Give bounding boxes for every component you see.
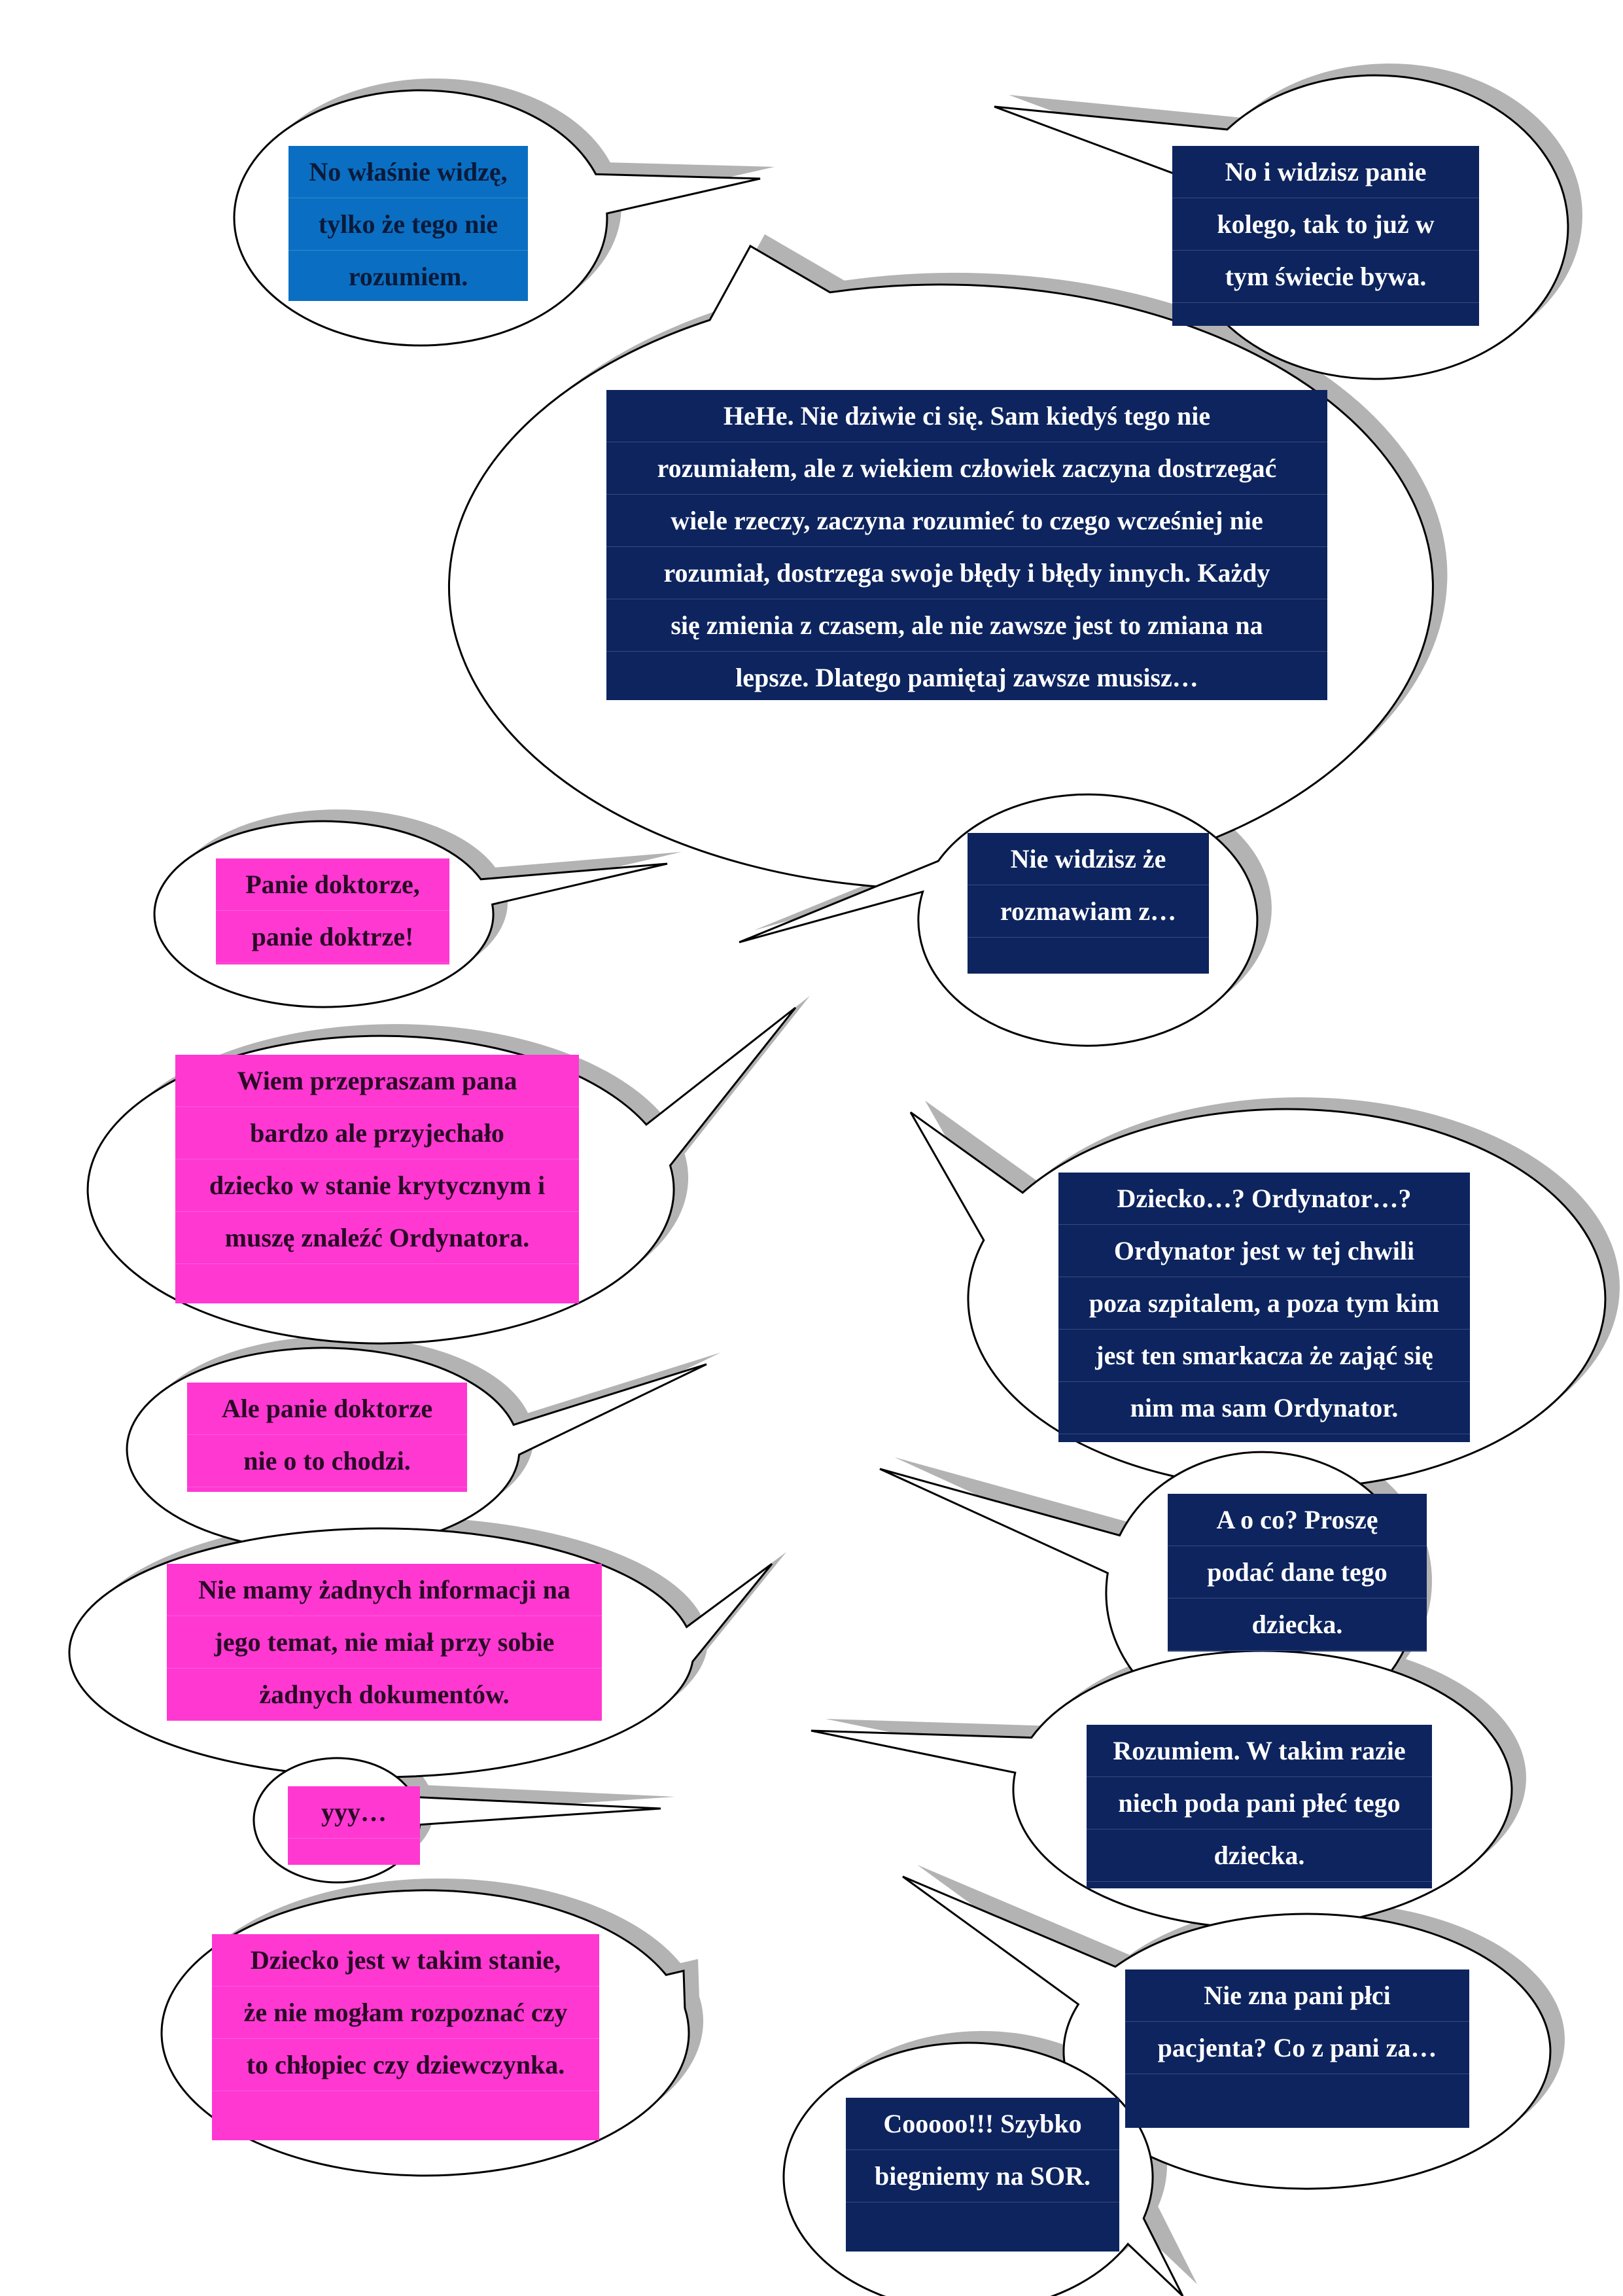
bubble-text-line: to chłopiec czy dziewczynka. (212, 2039, 599, 2091)
bubble-text-line: tylko że tego nie (288, 198, 528, 251)
bubble-text-line: No właśnie widzę, (288, 146, 528, 198)
bubble-text-line: podać dane tego (1168, 1546, 1427, 1598)
bubble-text-line: yyy… (288, 1786, 420, 1839)
bubble-text-line: muszę znaleźć Ordynatora. (175, 1212, 579, 1264)
speech-bubble-3: HeHe. Nie dziwie ci się. Sam kiedyś tego… (606, 390, 1327, 704)
bubble-text-line: Panie doktorze, (216, 858, 449, 911)
speech-bubble-5: Panie doktorze,panie doktrze! (216, 858, 449, 964)
bubble-text-line: dziecko w stanie krytycznym i (175, 1159, 579, 1212)
bubble-text-line: żadnych dokumentów. (167, 1669, 602, 1721)
speech-bubble-7: Dziecko…? Ordynator…?Ordynator jest w te… (1058, 1173, 1470, 1442)
bubble-text-line: Nie mamy żadnych informacji na (167, 1564, 602, 1616)
bubble-text-line: jego temat, nie miał przy sobie (167, 1616, 602, 1669)
bubble-text-line: pacjenta? Co z pani za… (1125, 2022, 1469, 2074)
bubble-text-line: panie doktrze! (216, 911, 449, 963)
bubble-text-line: poza szpitalem, a poza tym kim (1058, 1277, 1470, 1330)
bubble-text-line: tym świecie bywa. (1172, 251, 1479, 303)
bubble-text-line: A o co? Proszę (1168, 1494, 1427, 1546)
bubble-text-line: biegniemy na SOR. (846, 2150, 1119, 2202)
bubble-text-line: nie o to chodzi. (187, 1435, 467, 1487)
bubble-text-line: dziecka. (1168, 1598, 1427, 1651)
bubble-text-line: Nie widzisz że (968, 833, 1209, 885)
bubble-text-line: nim ma sam Ordynator. (1058, 1382, 1470, 1434)
bubble-text-line: Wiem przepraszam pana (175, 1055, 579, 1107)
speech-bubble-12: yyy… (288, 1786, 420, 1865)
bubble-text-line: lepsze. Dlatego pamiętaj zawsze musisz… (606, 652, 1327, 704)
bubble-text-line: Ale panie doktorze (187, 1383, 467, 1435)
bubble-text-line: niech poda pani płeć tego (1087, 1777, 1432, 1829)
speech-bubble-13: Dziecko jest w takim stanie,że nie mogła… (212, 1934, 599, 2140)
bubble-text-line: rozumiem. (288, 251, 528, 303)
bubble-text-line: HeHe. Nie dziwie ci się. Sam kiedyś tego… (606, 390, 1327, 442)
bubble-text-line: że nie mogłam rozpoznać czy (212, 1987, 599, 2039)
bubble-text-line: rozumiał, dostrzega swoje błędy i błędy … (606, 547, 1327, 599)
bubble-text-line: rozumiałem, ale z wiekiem człowiek zaczy… (606, 442, 1327, 495)
bubble-text-line: wiele rzeczy, zaczyna rozumieć to czego … (606, 495, 1327, 547)
bubble-text-line: się zmienia z czasem, ale nie zawsze jes… (606, 599, 1327, 652)
bubble-text-line: No i widzisz panie (1172, 146, 1479, 198)
bubble-text-line: Dziecko…? Ordynator…? (1058, 1173, 1470, 1225)
bubble-text-line: dziecka. (1087, 1829, 1432, 1882)
bubble-text-line: bardzo ale przyjechało (175, 1107, 579, 1159)
bubble-text-line: kolego, tak to już w (1172, 198, 1479, 251)
bubble-text-line: Nie zna pani płci (1125, 1969, 1469, 2022)
bubble-text-line: Ordynator jest w tej chwili (1058, 1225, 1470, 1277)
bubble-text-line: Rozumiem. W takim razie (1087, 1725, 1432, 1777)
bubble-text-line: rozmawiam z… (968, 885, 1209, 938)
bubble-text-line: Dziecko jest w takim stanie, (212, 1934, 599, 1987)
bubble-text-line: Cooooo!!! Szybko (846, 2098, 1119, 2150)
bubble-text-line: jest ten smarkacza że zająć się (1058, 1330, 1470, 1382)
